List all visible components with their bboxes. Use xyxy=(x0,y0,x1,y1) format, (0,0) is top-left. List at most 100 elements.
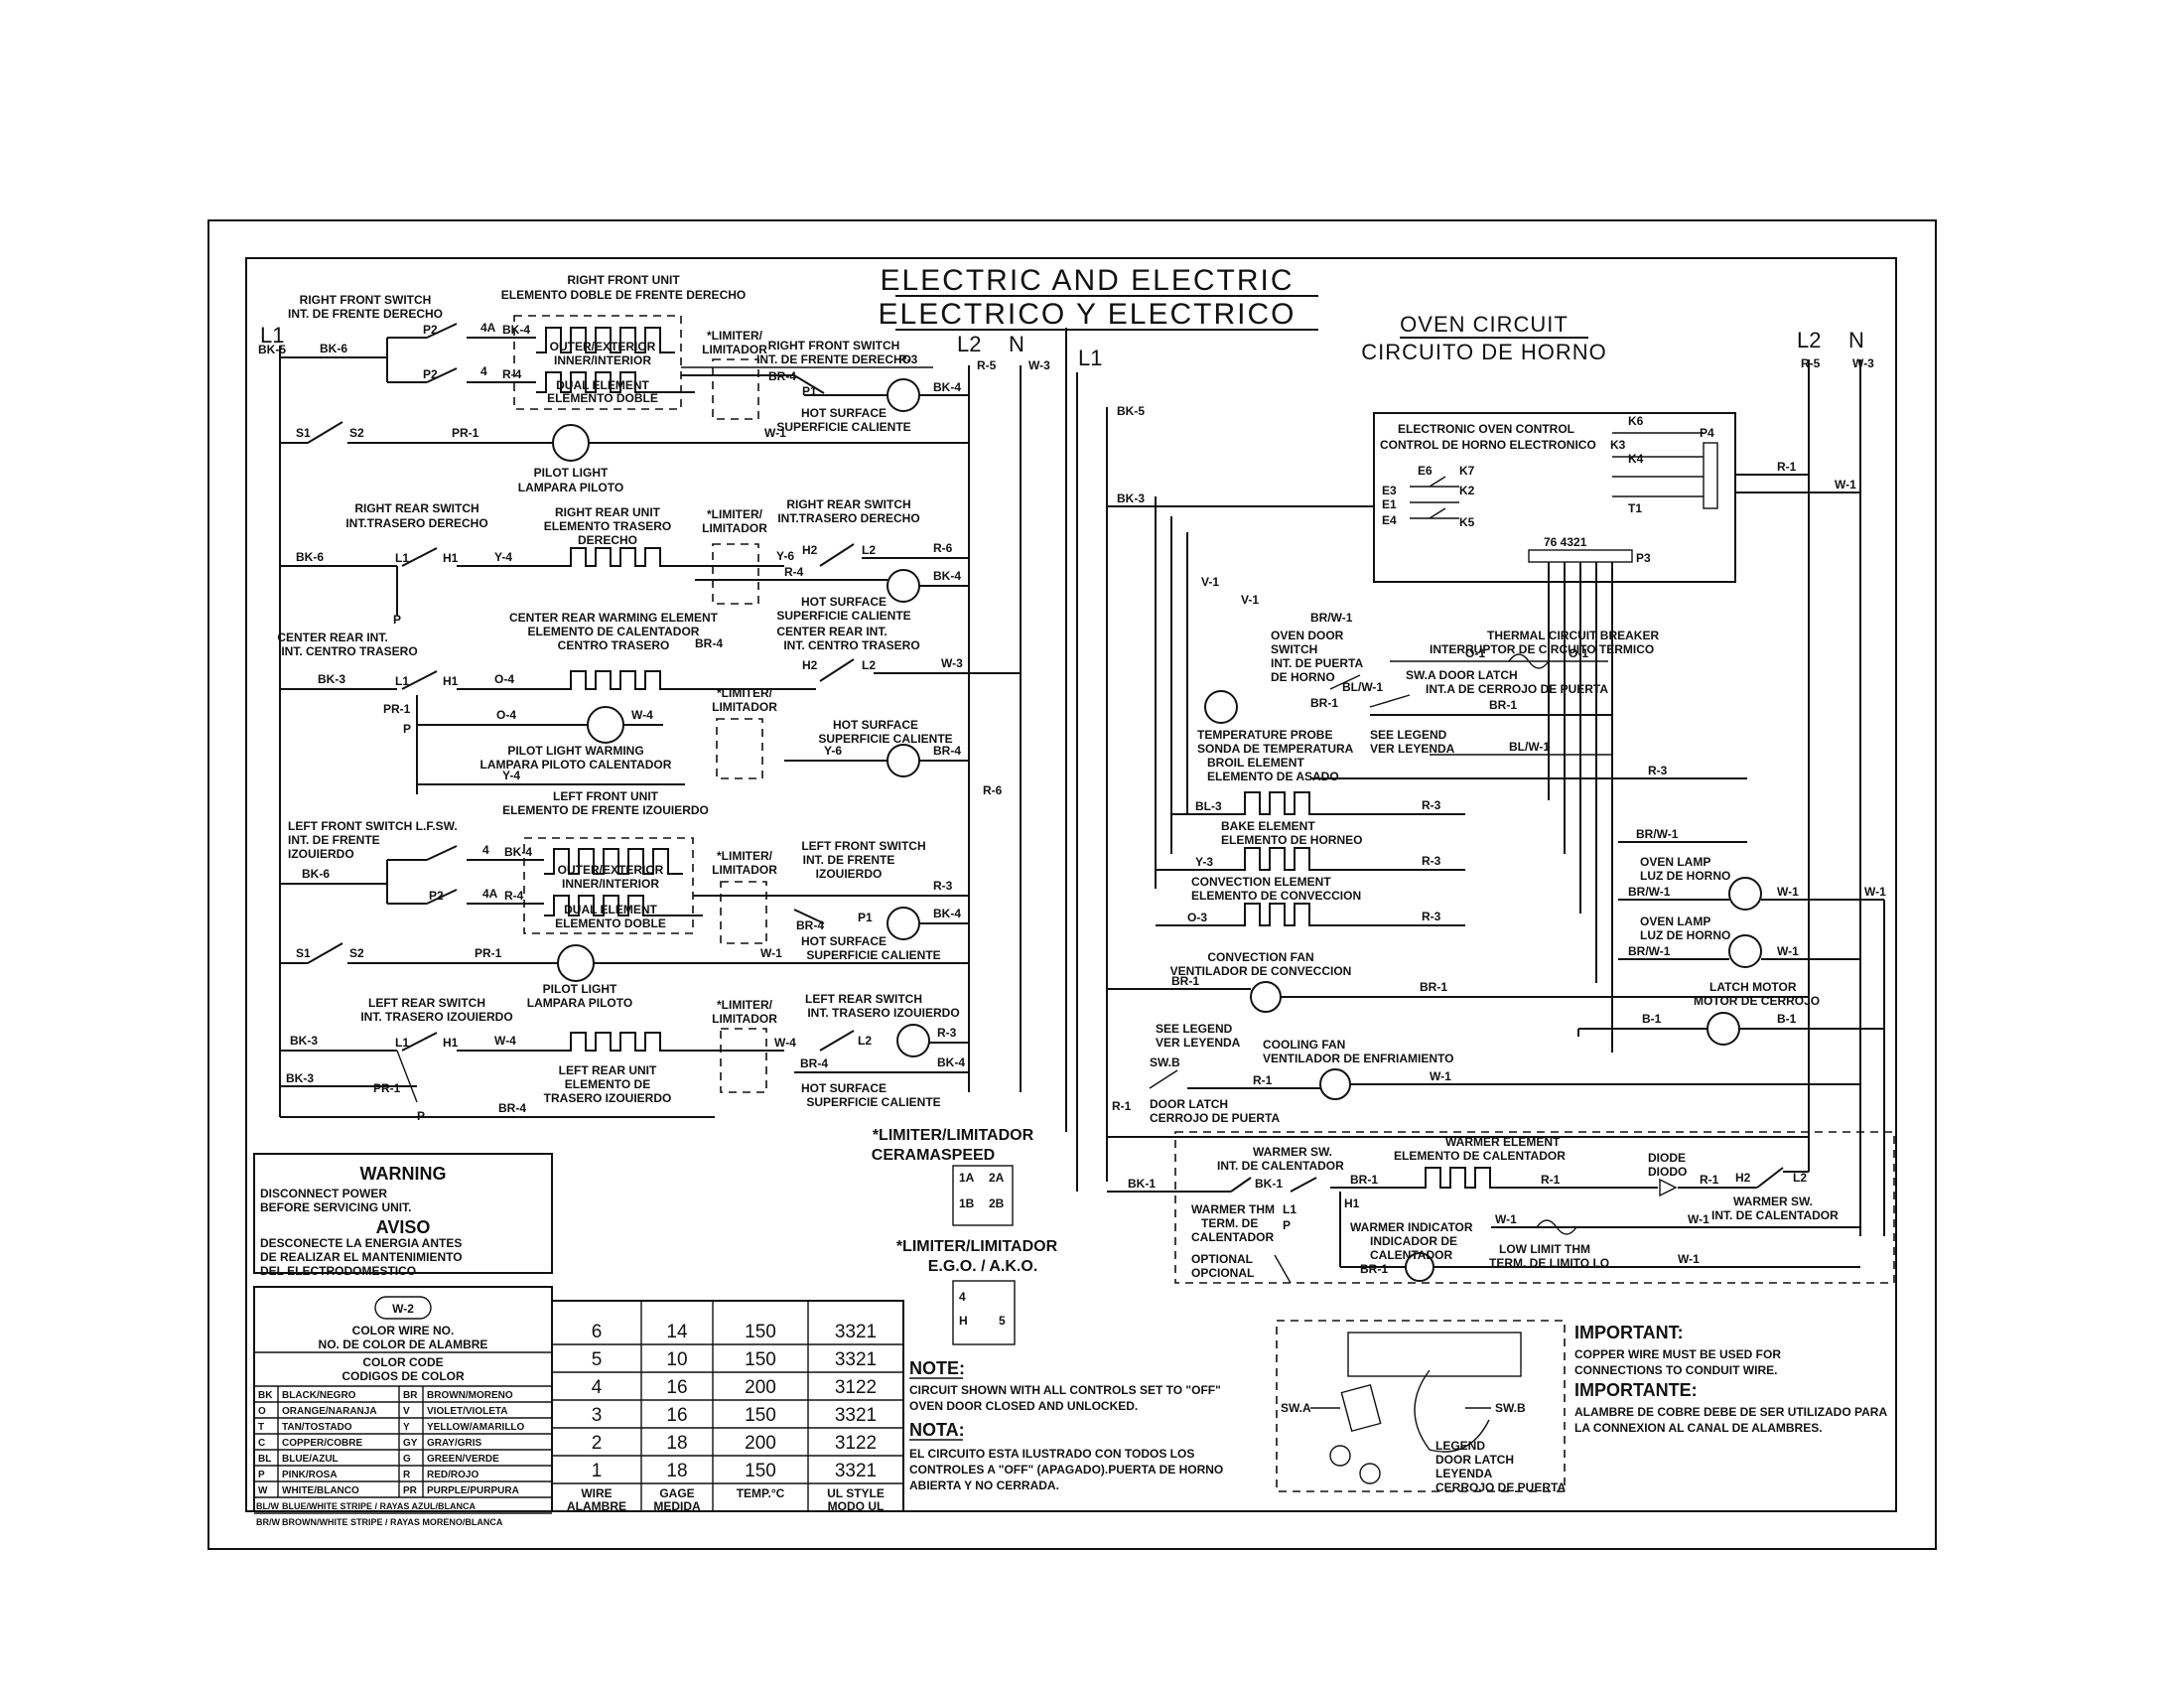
lf-switch2-label: LEFT FRONT SWITCH xyxy=(801,839,925,853)
wire-label: 4 xyxy=(482,843,489,857)
broil-label: BROIL ELEMENT xyxy=(1207,756,1304,770)
rf-outer-element xyxy=(536,327,675,353)
wire-label: B-1 xyxy=(1642,1012,1662,1026)
wire-label: BR-4 xyxy=(796,918,824,932)
color-code-header-es: CODIGOS DE COLOR xyxy=(341,1369,465,1383)
convection-fan xyxy=(1250,981,1282,1013)
wire-label: W-1 xyxy=(1835,478,1856,492)
hot-surface-label: HOT SURFACE xyxy=(801,1081,887,1095)
door-switch-label-es2: DE HORNO xyxy=(1271,670,1335,684)
wire-label: BK-3 xyxy=(286,1071,314,1085)
wire-label: BK-4 xyxy=(933,569,961,583)
legend-connector-2 xyxy=(1359,1463,1381,1484)
warmer-indicator-label: WARMER INDICATOR xyxy=(1350,1220,1473,1234)
relay-label: P4 xyxy=(1700,426,1714,440)
wire-label: R-3 xyxy=(898,352,918,366)
wire-label: S1 xyxy=(296,946,311,960)
wire-label: BR/W-1 xyxy=(1628,885,1671,899)
ego-limiter xyxy=(952,1280,1016,1345)
wire-label: R-1 xyxy=(1253,1073,1273,1087)
title-en: ELECTRIC AND ELECTRIC xyxy=(880,264,1294,297)
limiter-label: *LIMITER/ xyxy=(717,849,773,863)
color-code-abbrev: GY xyxy=(403,1438,418,1449)
door-switch-label-2: SWITCH xyxy=(1271,642,1317,656)
nota-line-1: EL CIRCUITO ESTA ILUSTRADO CON TODOS LOS xyxy=(909,1447,1194,1461)
wire-label: R-4 xyxy=(504,889,524,903)
aviso-text-1: DESCONECTE LA ENERGIA ANTES xyxy=(260,1236,462,1250)
door-latch-label-es: CERROJO DE PUERTA xyxy=(1150,1111,1280,1125)
hot-surface-label: HOT SURFACE xyxy=(801,406,887,420)
wire-label: R-3 xyxy=(1422,798,1441,812)
thermal-breaker-label-es: INTERRUPTOR DE CIRCUITO TERMICO xyxy=(1430,642,1654,656)
wire-table-cell: 150 xyxy=(745,1405,776,1426)
color-code-name: TAN/TOSTADO xyxy=(282,1422,352,1433)
wire-label: W-1 xyxy=(1777,944,1799,958)
thermal-breaker xyxy=(1508,653,1550,669)
pilot-light-1 xyxy=(552,424,590,462)
convection-label-es: ELEMENTO DE CONVECCION xyxy=(1191,889,1361,903)
wire-label: BK-4 xyxy=(504,845,532,859)
nota-title: NOTA: xyxy=(909,1420,965,1440)
wire-table-cell: 3321 xyxy=(835,1405,877,1426)
rf-inner-element xyxy=(536,371,695,393)
stripe-abbrev: BL/W xyxy=(256,1501,279,1511)
nota-line-2: CONTROLES A "OFF" (APAGADO).PUERTA DE HO… xyxy=(909,1463,1223,1477)
lr-switch-label: LEFT REAR SWITCH xyxy=(368,996,485,1010)
wire-label: W-1 xyxy=(760,946,782,960)
rr-switch2-label: RIGHT REAR SWITCH xyxy=(786,497,910,511)
warmer-indicator-label-es: INDICADOR DE xyxy=(1370,1234,1457,1248)
door-latch-sw-label-es: INT.A DE CERROJO DE PUERTA xyxy=(1426,682,1608,696)
wire-label: B-1 xyxy=(1777,1012,1797,1026)
door-switch-label-es: INT. DE PUERTA xyxy=(1271,656,1363,670)
note-line-1: CIRCUIT SHOWN WITH ALL CONTROLS SET TO "… xyxy=(909,1383,1221,1397)
wire-label: Y-4 xyxy=(502,769,520,782)
wire-label: BK-4 xyxy=(937,1056,965,1069)
color-code-abbrev: BL xyxy=(258,1454,271,1465)
lf-switch-label-es2: IZOUIERDO xyxy=(288,847,354,861)
wire-label: R-3 xyxy=(1648,764,1668,777)
aviso-text-2: DE REALIZAR EL MANTENIMIENTO xyxy=(260,1250,463,1264)
electronic-oven-control xyxy=(1373,412,1736,583)
wire-table-cell: 18 xyxy=(666,1461,687,1481)
color-code-name: PURPLE/PURPURA xyxy=(427,1485,519,1496)
pilot-warming-label-es: LAMPARA PILOTO CALENTADOR xyxy=(480,758,672,772)
lf-dual-element-box xyxy=(523,837,694,934)
wire-label: BK-3 xyxy=(318,672,345,686)
wire-label: W-1 xyxy=(1777,885,1799,899)
connector-p3-label: P3 xyxy=(1636,551,1651,565)
wire-label: W-1 xyxy=(1688,1212,1709,1226)
warning-text-1: DISCONNECT POWER xyxy=(260,1187,387,1200)
warmer-thm-label-2: TERM. DE xyxy=(1201,1216,1258,1230)
color-code-abbrev: BR xyxy=(403,1390,418,1401)
dual-label-es: ELEMENTO DOBLE xyxy=(547,391,658,405)
wire-table-cell: 150 xyxy=(745,1322,776,1342)
wire-label: BR-1 xyxy=(1350,1173,1378,1187)
low-limit-label-es: TERM. DE LIMITO LO xyxy=(1489,1256,1609,1270)
wire-label: PR-1 xyxy=(373,1081,401,1095)
warmer-sw-label: WARMER SW. xyxy=(1253,1145,1332,1159)
wire-label: L1 xyxy=(395,1036,409,1050)
low-limit-thermostat xyxy=(1536,1219,1577,1235)
color-code-abbrev: G xyxy=(403,1454,411,1465)
wire-label: Y-6 xyxy=(776,549,794,563)
relay-label: E3 xyxy=(1382,484,1397,497)
wire-table-cell: 2 xyxy=(592,1433,603,1454)
wire-label: O-4 xyxy=(494,672,514,686)
warmer-element-label-es: ELEMENTO DE CALENTADOR xyxy=(1394,1149,1566,1163)
color-code-name: COPPER/COBRE xyxy=(282,1438,362,1449)
connector-p4 xyxy=(1703,442,1718,509)
wire-table-cell: 150 xyxy=(745,1461,776,1481)
hot-surface-label: HOT SURFACE xyxy=(801,595,887,609)
color-key-caption-es: NO. DE COLOR DE ALAMBRE xyxy=(319,1337,488,1351)
lf-switch2-label-es2: IZOUIERDO xyxy=(816,867,883,881)
wire-label: BK-4 xyxy=(502,323,530,337)
wire-table-header: MEDIDA xyxy=(653,1499,701,1513)
lf-inner-element xyxy=(544,895,703,916)
wire-label: L2 xyxy=(862,658,876,672)
wire-table-header: ALAMBRE xyxy=(567,1499,626,1513)
legend-text-2: DOOR LATCH xyxy=(1435,1453,1514,1467)
cr-warming-element xyxy=(561,670,685,690)
wire-label: H1 xyxy=(443,1036,459,1050)
rf-unit-label-es: ELEMENTO DOBLE DE FRENTE DERECHO xyxy=(501,288,746,302)
